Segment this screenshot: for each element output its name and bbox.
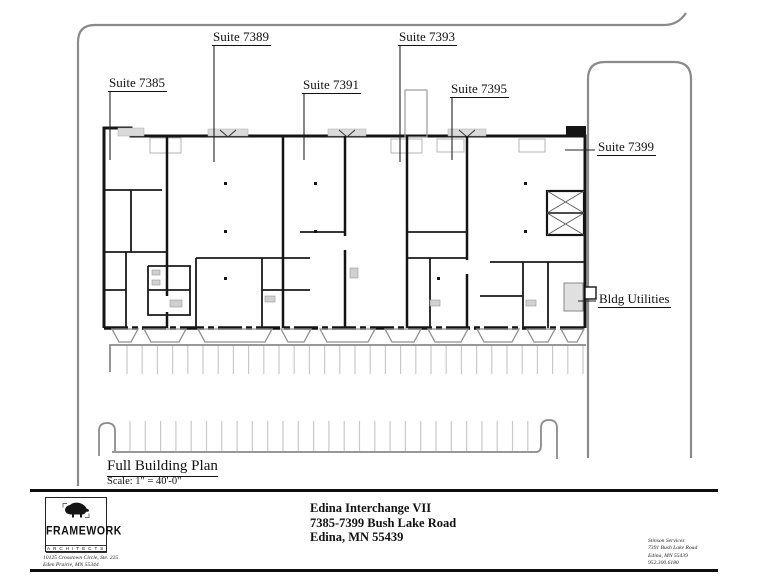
contractor-phone: 952.300.6180 [648, 559, 679, 566]
architect-logo: FRAMEWORK ARCHITECTS [45, 497, 122, 553]
rooftop-unit [404, 89, 428, 138]
architect-address: 10125 Crosstown Circle, Ste. 225 Eden Pr… [43, 555, 118, 570]
suite-label-7385: Suite 7385 [108, 75, 167, 92]
project-name: Edina Interchange VII [310, 501, 432, 515]
building-utilities-equipment [563, 282, 597, 312]
stair-shaft [545, 189, 586, 237]
architect-name: FRAMEWORK [46, 524, 122, 538]
suite-label-7393: Suite 7393 [398, 29, 457, 46]
title-block-top-rule [30, 489, 718, 492]
leader-lines [109, 45, 596, 302]
project-address-line1: 7385-7399 Bush Lake Road [310, 515, 457, 530]
contractor-address-line2: Edina, MN 55439 [648, 552, 688, 559]
project-info: Edina Interchange VII 7385-7399 Bush Lak… [310, 501, 456, 545]
bldg-utilities-label: Bldg Utilities [598, 291, 672, 308]
architect-address-line2: Eden Prairie, MN 55344 [43, 562, 99, 569]
suite-label-7391: Suite 7391 [302, 77, 361, 94]
contractor-name: Stinson Services [648, 538, 685, 544]
storefront-glazing [117, 89, 546, 154]
view-scale: Scale: 1" = 40'-0" [107, 476, 182, 487]
entry-canopies [110, 328, 586, 343]
structural-columns [224, 182, 527, 280]
contractor-info: Stinson Services 7391 Bush Lake Road Edi… [648, 538, 697, 567]
title-block-bottom-rule [30, 569, 718, 572]
project-address-line2: Edina, MN 55439 [310, 530, 404, 544]
parking-row-upper [109, 344, 586, 374]
road-curbs [76, 12, 693, 486]
contractor-address-line1: 7391 Bush Lake Road [648, 545, 698, 552]
suite-label-7399: Suite 7399 [597, 139, 656, 156]
plumbing-fixtures [151, 267, 537, 308]
suite-label-7395: Suite 7395 [450, 81, 509, 98]
interior-walls [104, 189, 585, 328]
parking-row-lower [98, 419, 558, 459]
view-title: Full Building Plan [107, 458, 218, 477]
architect-address-line1: 10125 Crosstown Circle, Ste. 225 [43, 555, 119, 561]
suite-label-7389: Suite 7389 [212, 29, 271, 46]
architect-subtitle: ARCHITECTS [46, 544, 108, 553]
bison-icon [62, 502, 90, 518]
